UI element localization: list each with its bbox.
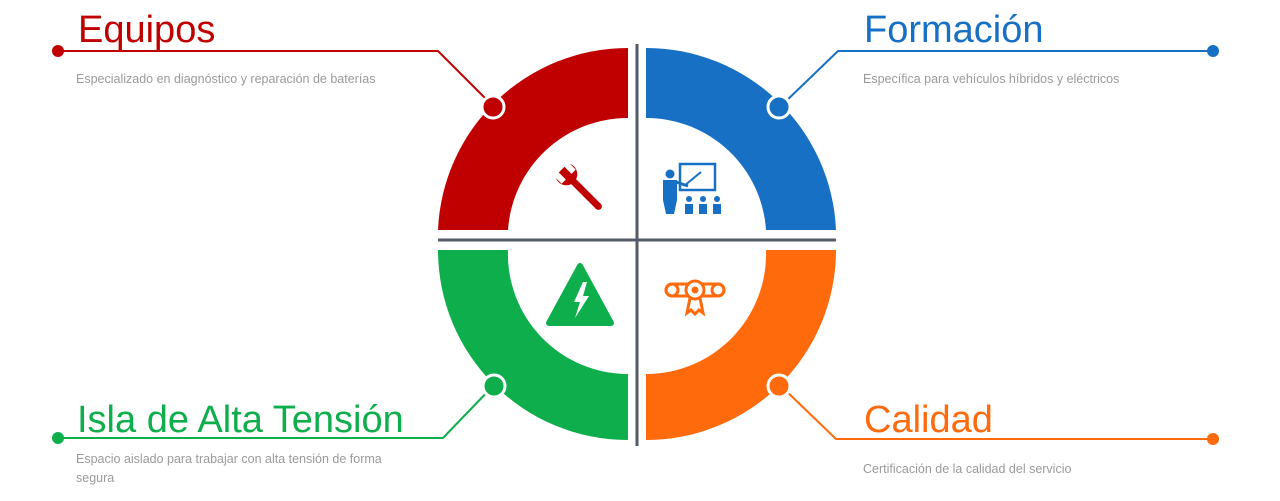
isla-connector-dot [52, 432, 64, 444]
isla-marker [481, 373, 507, 399]
equipos-title: Equipos [78, 9, 216, 51]
calidad-marker [766, 373, 792, 399]
isla-connector-line [58, 385, 494, 439]
formacion-connector-line [780, 50, 1213, 107]
isla-description: Espacio aislado para trabajar con alta t… [76, 452, 382, 485]
equipos-connector-dot [52, 45, 64, 57]
equipos-connector-line [58, 50, 493, 106]
formacion-marker [766, 94, 792, 120]
formacion-title: Formación [864, 9, 1044, 51]
calidad-connector-dot [1207, 433, 1219, 445]
formacion-connector-dot [1207, 45, 1219, 57]
calidad-title: Calidad [864, 399, 993, 441]
presentation-training-icon [663, 162, 721, 214]
equipos-marker [480, 94, 506, 120]
calidad-description: Certificación de la calidad del servicio [863, 462, 1072, 476]
calidad-connector-line [780, 385, 1213, 440]
isla-ring-segment [438, 250, 628, 440]
certificate-diploma-icon [664, 279, 726, 317]
calidad-ring-segment [646, 250, 836, 440]
equipos-ring-segment [438, 47, 628, 230]
isla-title: Isla de Alta Tensión [77, 399, 404, 441]
formacion-description: Específica para vehículos híbridos y elé… [863, 72, 1120, 86]
formacion-ring-segment [646, 47, 836, 231]
equipos-description: Especializado en diagnóstico y reparació… [76, 72, 376, 86]
wrench-icon [555, 163, 602, 210]
high-voltage-warning-icon [546, 263, 614, 326]
